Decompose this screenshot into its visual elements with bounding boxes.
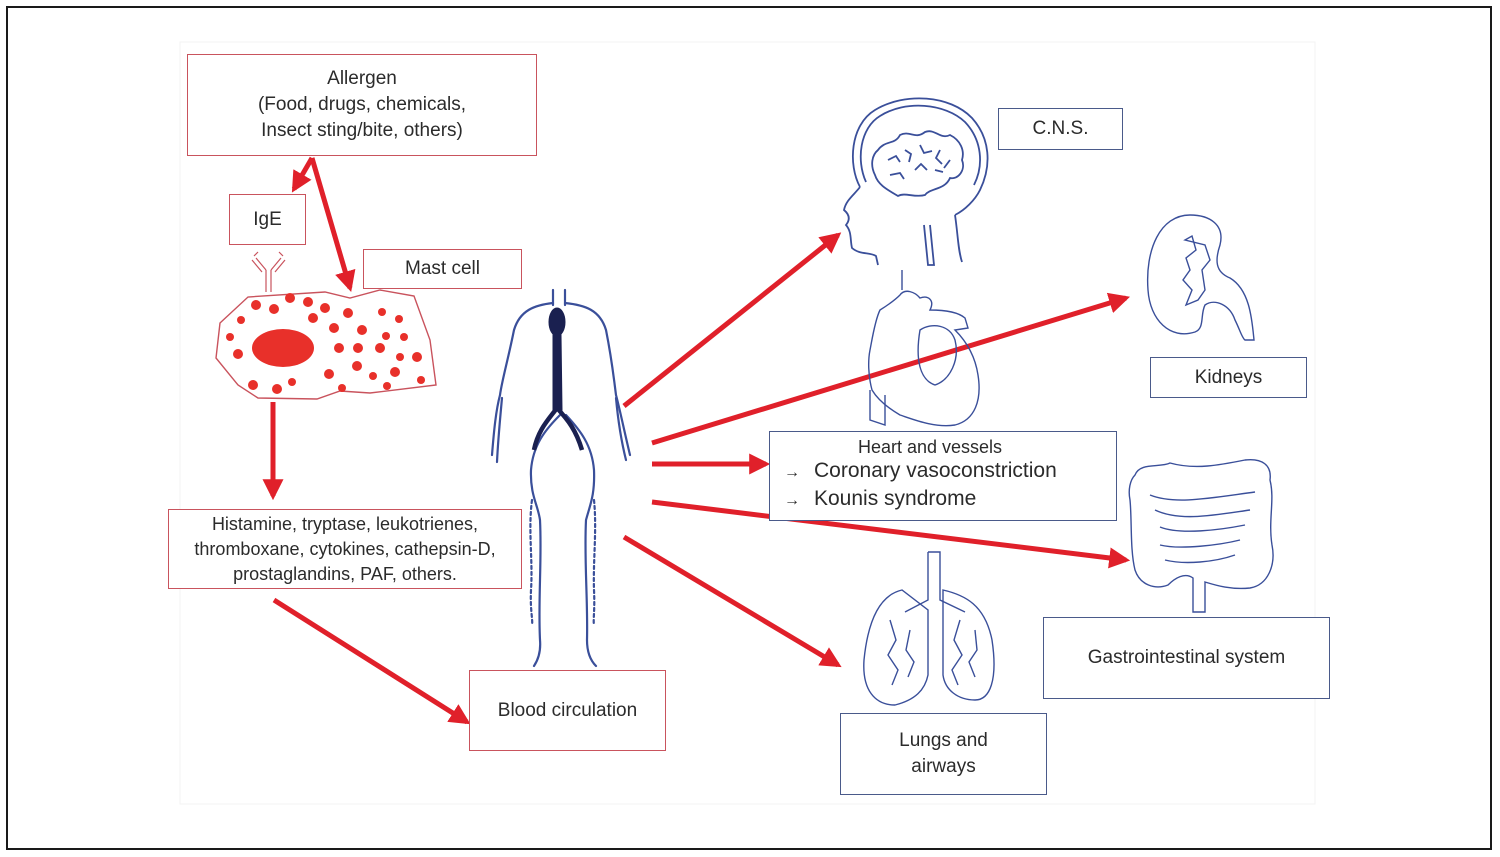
heart-vessels-item-text: Coronary vasoconstriction [814, 459, 1057, 482]
allergen-examples-line-2: Insect sting/bite, others) [261, 120, 463, 141]
arrows [262, 156, 1131, 725]
lungs-icon [863, 551, 995, 706]
mediators-line-1: Histamine, tryptase, leukotrienes, [211, 513, 479, 534]
cns-box: C.N.S. [998, 108, 1123, 150]
antibody-icon [251, 251, 286, 292]
gastrointestinal-label: Gastrointestinal system [1087, 647, 1286, 668]
kidney-icon [1146, 214, 1255, 341]
intestine-icon [1128, 458, 1274, 613]
aorta [531, 307, 585, 451]
mast-cell-label: Mast cell [405, 258, 480, 279]
kidneys-label: Kidneys [1194, 366, 1263, 388]
arrow-mediators-to-circulation [272, 597, 471, 725]
blood-circulation-label: Blood circulation [497, 699, 638, 721]
allergen-title: Allergen [327, 68, 397, 89]
mediators-line-3: prostaglandins, PAF, others. [233, 563, 457, 584]
gastrointestinal-box: Gastrointestinal system [1043, 617, 1330, 699]
brain-head-icon [843, 97, 989, 266]
heart-icon [867, 270, 980, 427]
lungs-box: Lungs and airways [840, 713, 1047, 795]
heart-vessels-item: → Coronary vasoconstriction [784, 458, 1057, 486]
arrow-right-icon: → [784, 492, 800, 509]
heart-vessels-item-text: Kounis syndrome [814, 487, 977, 510]
mast-cell-icon [215, 289, 437, 400]
heart-vessels-title: Heart and vessels [857, 437, 1003, 457]
kidneys-box: Kidneys [1150, 357, 1307, 398]
ige-label: IgE [253, 208, 282, 230]
blood-circulation-box: Blood circulation [469, 670, 666, 751]
allergen-box: Allergen (Food, drugs, chemicals, Insect… [187, 54, 537, 156]
arrow-right-icon: → [784, 464, 800, 481]
lungs-label-line-1: Lungs and [899, 730, 988, 751]
arrow-to-gastrointestinal [651, 499, 1131, 569]
lungs-label-line-2: airways [911, 756, 976, 777]
heart-vessels-item: → Kounis syndrome [784, 486, 976, 514]
cns-label: C.N.S. [1032, 118, 1089, 139]
allergen-examples-line-1: (Food, drugs, chemicals, [257, 94, 467, 115]
arrow-allergen-to-mast-cell [309, 157, 356, 293]
arrow-allergen-to-ige [291, 156, 315, 193]
ige-box: IgE [229, 194, 306, 245]
arrow-to-lungs [622, 534, 842, 668]
mediators-line-2: thromboxane, cytokines, cathepsin-D, [194, 538, 496, 559]
arrow-to-cns [622, 232, 842, 408]
heart-vessels-box: Heart and vessels → Coronary vasoconstric… [769, 431, 1117, 521]
arrow-to-kidneys [651, 292, 1131, 446]
mast-cell-box: Mast cell [363, 249, 522, 289]
mediators-box: Histamine, tryptase, leukotrienes, throm… [168, 509, 522, 589]
inner-image-border [179, 41, 1316, 805]
